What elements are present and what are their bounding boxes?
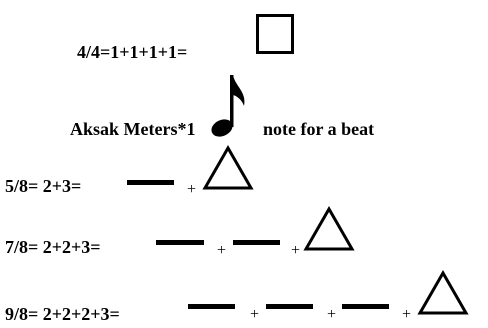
plus-sign: + (217, 242, 227, 259)
heading-note-for-a-beat: note for a beat (263, 119, 375, 139)
dash-icon (233, 240, 280, 245)
eighth-note-icon (211, 75, 245, 137)
plus-sign: + (250, 306, 260, 323)
equation-4-4: 4/4=1+1+1+1= (77, 42, 188, 62)
dash-icon (127, 180, 174, 185)
plus-sign: + (402, 306, 412, 323)
plus-sign: + (291, 242, 301, 259)
equation-7-8: 7/8= 2+2+3= (5, 237, 101, 257)
dash-icon (342, 304, 389, 309)
triangle-icon (417, 269, 469, 315)
plus-sign: + (327, 306, 337, 323)
heading-aksak-meters: Aksak Meters*1 (70, 119, 196, 139)
equation-9-8: 9/8= 2+2+2+3= (5, 304, 120, 324)
dash-icon (188, 304, 235, 309)
square-icon (256, 14, 294, 54)
equation-5-8: 5/8= 2+3= (5, 176, 82, 196)
plus-sign: + (187, 181, 197, 198)
dash-icon (266, 304, 313, 309)
triangle-icon (202, 144, 254, 190)
triangle-icon (303, 205, 355, 251)
dash-icon (156, 240, 204, 245)
